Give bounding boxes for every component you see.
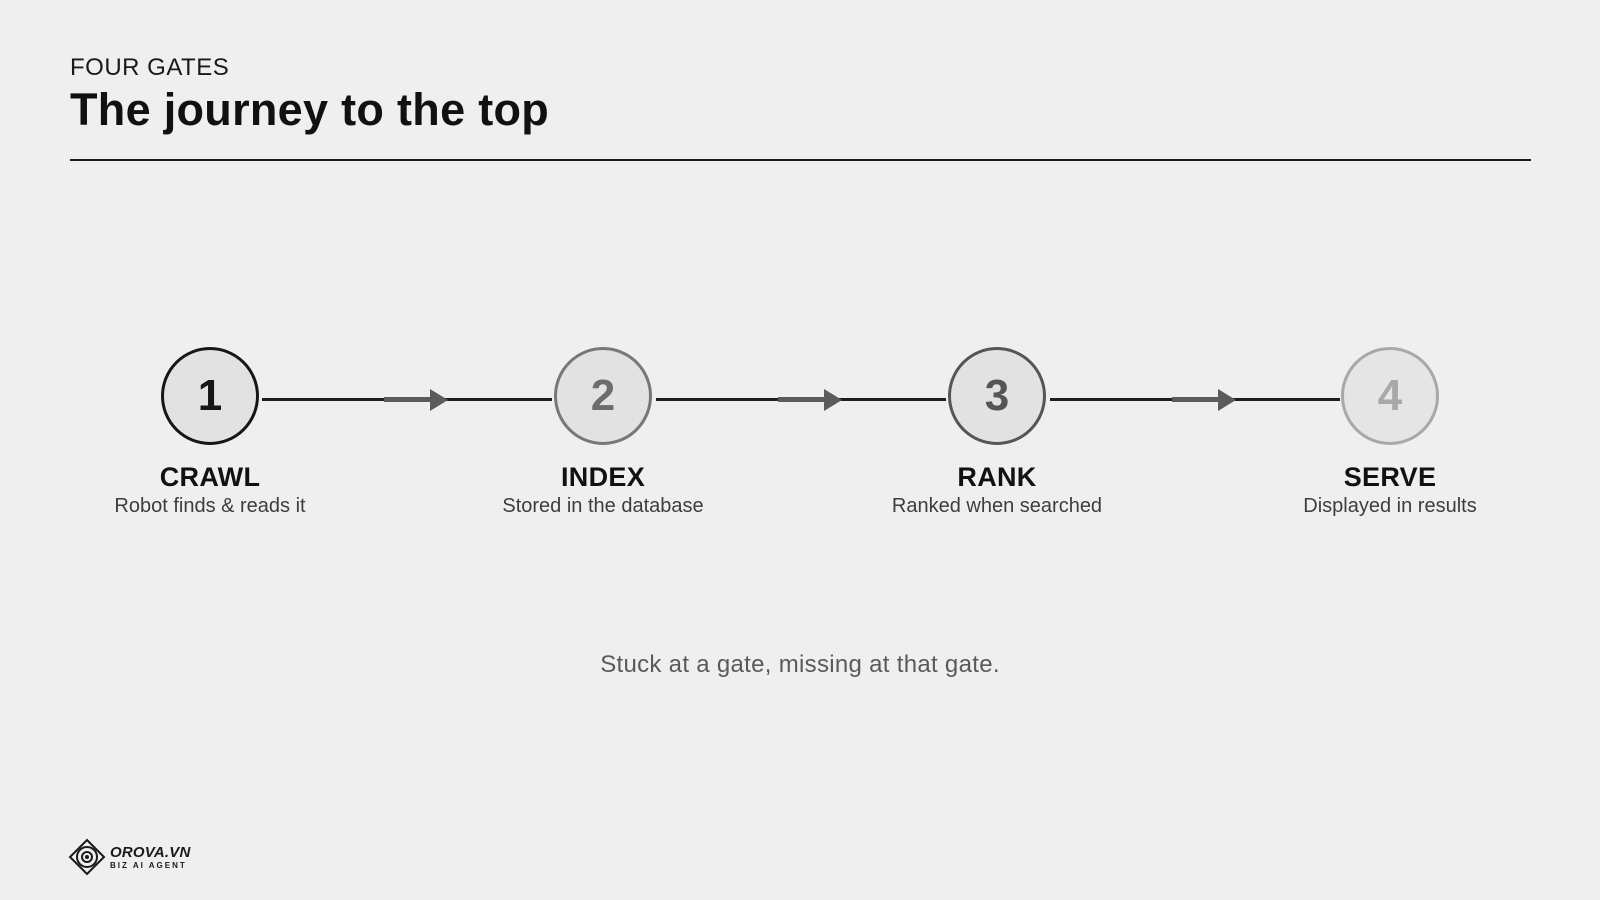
tagline: Stuck at a gate, missing at that gate. — [600, 651, 1000, 678]
step-number-badge: 3 — [948, 347, 1046, 445]
step-description: Robot finds & reads it — [114, 495, 306, 517]
step-number-badge: 4 — [1341, 347, 1439, 445]
logo-subtitle: BIZ AI AGENT — [110, 860, 187, 870]
step-serve: 4 SERVE Displayed in results — [1250, 347, 1530, 518]
step-number-badge: 2 — [554, 347, 652, 445]
brand-logo: OROVA.VN BIZ AI AGENT — [68, 838, 191, 876]
step-crawl: 1 CRAWL Robot finds & reads it — [70, 347, 350, 518]
title-divider — [70, 159, 1531, 161]
page-title: The journey to the top — [70, 84, 550, 135]
logo-name: OROVA.VN — [110, 843, 191, 861]
orova-logo-icon — [68, 838, 106, 876]
eyebrow-label: FOUR GATES — [70, 54, 230, 81]
step-label: RANK — [957, 462, 1037, 492]
step-label: SERVE — [1343, 462, 1437, 492]
step-label: CRAWL — [159, 462, 261, 492]
step-number-badge: 1 — [161, 347, 259, 445]
step-description: Stored in the database — [502, 495, 704, 517]
step-index: 2 INDEX Stored in the database — [463, 347, 743, 518]
step-label: INDEX — [560, 462, 646, 492]
step-description: Ranked when searched — [891, 495, 1103, 517]
step-description: Displayed in results — [1303, 495, 1477, 517]
step-rank: 3 RANK Ranked when searched — [857, 347, 1137, 518]
